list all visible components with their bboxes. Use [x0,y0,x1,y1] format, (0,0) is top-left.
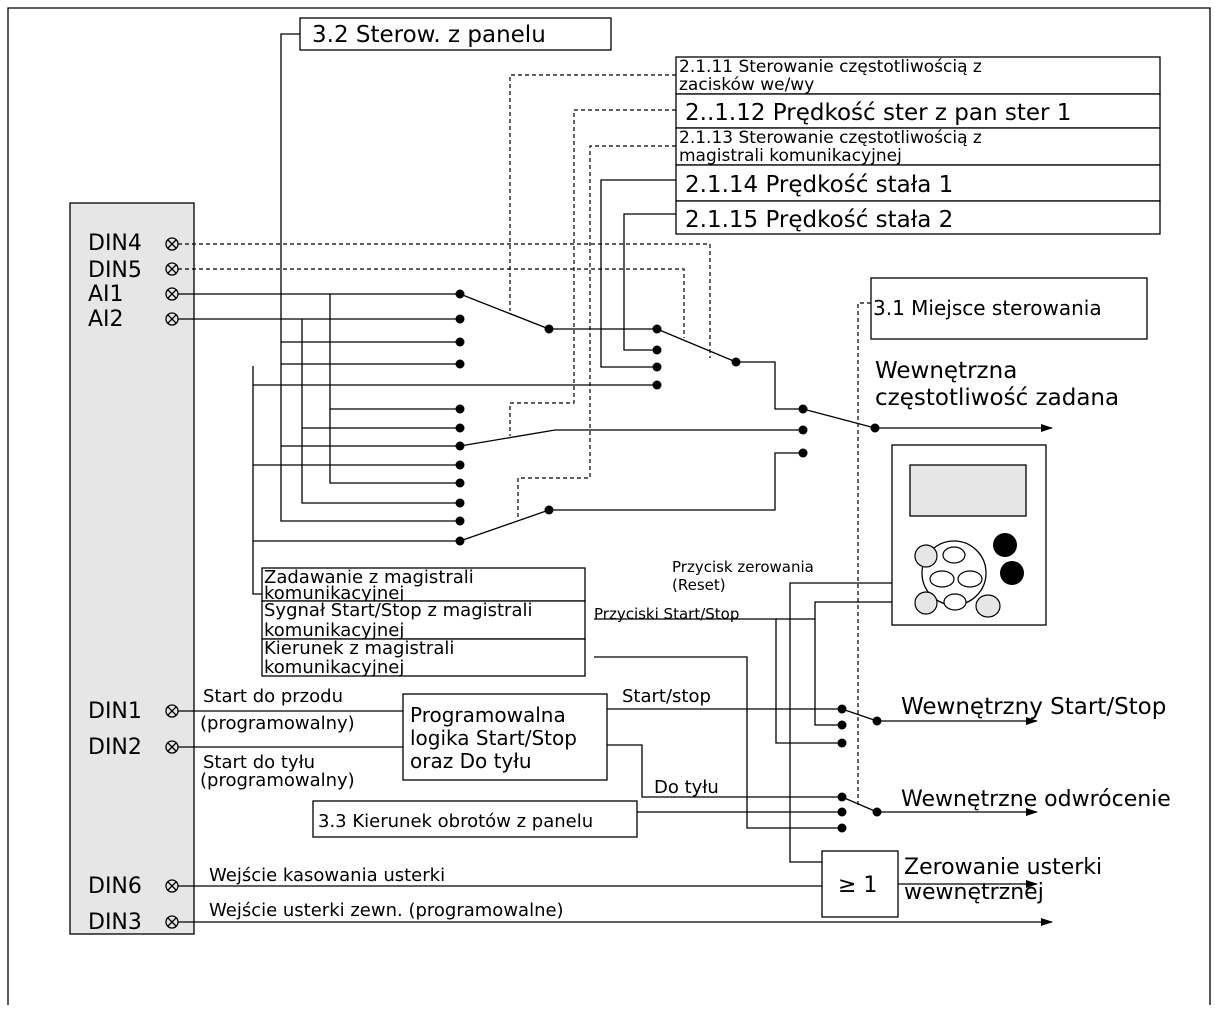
logic-label-2: logika Start/Stop [410,726,577,750]
param-2-1-13-control-line [517,145,676,518]
terminal-ai1: AI1 [88,282,124,307]
param-2-1-11-label-1: 2.1.11 Sterowanie częstotliwością z [679,57,982,77]
internal-bus-lines [252,294,660,595]
param-2-1-13-label-1: 2.1.13 Sterowanie częstotliwością z [679,128,982,148]
or-gate-label: ≥ 1 [838,873,877,898]
param-2-1-14-label: 2.1.14 Prędkość stała 1 [685,172,953,198]
output-freq-ref-label-2: częstotliwość zadana [875,385,1119,411]
param-2-1-11-control-line [509,74,676,311]
din5-control-line [178,268,685,338]
logic-label-3: oraz Do tyłu [410,749,532,773]
param-3-3-box [312,800,638,838]
param-3-2-box [299,17,612,51]
param-3-1-label: 3.1 Miejsce sterowania [873,296,1102,320]
keypad-icon [891,444,1047,626]
param-2-1-12-control-line [509,109,676,436]
fieldbus-reference-box [261,567,586,602]
keypad-reset-label-1: Przycisk zerowania [672,558,814,576]
input-start-forward-note: (programowalny) [200,713,355,734]
param-3-3-label: 3.3 Kierunek obrotów z panelu [318,811,593,832]
param-2-1-12-label: 2..1.12 Prędkość ster z pan ster 1 [685,100,1071,126]
param-2-1-15-line [623,213,676,351]
fieldbus-direction-label-2: komunikacyjnej [264,657,404,678]
panel-control-line [280,33,460,522]
fieldbus-direction-line [594,656,842,829]
input-start-reverse-note: (programowalny) [200,770,355,791]
logic-label-1: Programowalna [410,703,566,727]
output-freq-ref-label-1: Wewnętrzna [875,358,1017,384]
fieldbus-reference-label-1: Zadawanie z magistrali [264,567,474,588]
output-reverse-label: Wewnętrzne odwrócenie [901,787,1171,812]
terminal-din2: DIN2 [88,735,142,760]
fieldbus-direction-box [261,638,586,677]
startstop-buttons-line [594,618,842,744]
keypad-reset-label-2: (Reset) [672,576,726,594]
fieldbus-startstop-label-2: komunikacyjnej [264,620,404,641]
param-2-1-14-box [675,164,1161,202]
param-2-1-14-line [600,179,676,368]
output-fault-reset-label-2: wewnętrznej [904,880,1044,905]
fieldbus-reference-label-2: komunikacyjnej [264,583,404,604]
startstop-logic-box [402,693,608,781]
input-ext-fault-label: Wejście usterki zewn. (programowalne) [209,900,564,921]
param-2-1-11-label-2: zacisków we/wy [679,75,814,95]
terminal-ai2: AI2 [88,307,124,332]
switch-arms [459,293,878,813]
fieldbus-startstop-box [261,600,586,640]
terminal-din1: DIN1 [88,699,142,724]
terminal-din5: DIN5 [88,258,142,283]
param-3-1-box [870,277,1148,340]
fieldbus-startstop-label-1: Sygnał Start/Stop z magistrali [264,600,533,621]
logic-reverse-line [607,744,842,798]
terminal-din3: DIN3 [88,910,142,935]
logic-reverse-signal-label: Do tyłu [654,777,719,798]
input-fault-reset-label: Wejście kasowania usterki [209,865,445,886]
param-2-1-15-label: 2.1.15 Prędkość stała 2 [685,207,953,233]
fieldbus-direction-label-1: Kierunek z magistrali [264,638,454,659]
keypad-startstop-line [814,601,892,726]
param-2-1-13-label-2: magistrali komunikacyjnej [679,146,902,166]
outer-frame [7,7,1211,1005]
param-2-1-15-box [675,200,1161,235]
keypad-startstop-label: Przyciski Start/Stop [594,605,739,623]
terminal-labels: DIN4 DIN5 AI1 AI2 DIN1 DIN2 DIN6 DIN3 [88,231,142,935]
logic-startstop-signal-label: Start/stop [622,686,711,707]
output-fault-reset-label-1: Zerowanie usterki [904,855,1102,880]
terminal-din6: DIN6 [88,874,142,899]
or-gate-box [821,850,899,918]
keypad-reset-line [789,582,892,863]
param-2-1-11-box [675,56,1161,95]
param-3-2-label: 3.2 Sterow. z panelu [312,22,546,48]
input-start-reverse-label: Start do tyłu [203,752,315,773]
output-startstop-label: Wewnętrzny Start/Stop [901,694,1166,720]
terminal-connector-icons [165,237,179,929]
control-place-line [857,302,871,806]
terminal-din4: DIN4 [88,231,142,256]
input-start-forward-label: Start do przodu [203,686,343,707]
din4-control-line [178,243,711,358]
